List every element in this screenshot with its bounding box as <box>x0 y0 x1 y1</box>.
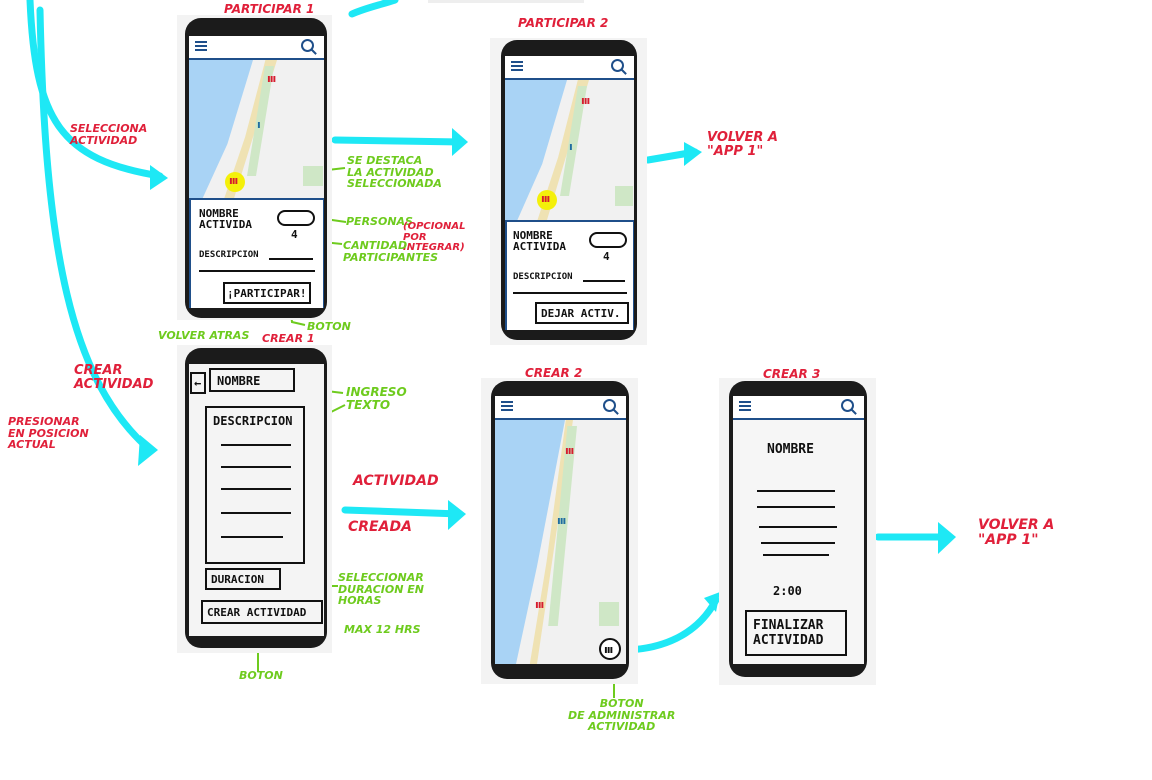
note-selecciona-actividad: SELECCIONA ACTIVIDAD <box>70 122 148 147</box>
participar1-display: ııı ı ııı NOMBRE ACTIVIDA 4 DESCRIPCION … <box>189 36 324 308</box>
descripcion-textarea[interactable]: DESCRIPCION <box>205 406 305 564</box>
arrow-top <box>348 0 399 18</box>
duracion-input[interactable]: DURACION <box>205 568 281 590</box>
participar-button[interactable]: ¡PARTICIPAR! <box>223 282 311 304</box>
participar1-appbar <box>189 36 324 60</box>
selected-activity-pin: ııı <box>229 174 238 187</box>
note-crear-actividad: CREAR ACTIVIDAD <box>74 363 154 392</box>
note-actividad: ACTIVIDAD <box>353 473 439 489</box>
arrow-to-participar1 <box>26 0 164 180</box>
crear3-appbar <box>733 396 864 420</box>
note-volver-atras: VOLVER ATRAS <box>158 329 250 342</box>
dejar-actividad-button[interactable]: DEJAR ACTIV. <box>535 302 629 324</box>
participants-count: 4 <box>603 250 610 263</box>
clipped-top-element <box>428 0 584 3</box>
selected-activity-highlight[interactable] <box>225 172 245 192</box>
crear1-title: CREAR 1 <box>262 332 315 345</box>
crear2-display: ııı ııı ııı ııı <box>495 396 626 664</box>
participants-avatars-icon <box>277 210 315 226</box>
participants-count: 4 <box>291 228 298 241</box>
search-icon[interactable] <box>841 399 854 412</box>
crear3-activity-name: NOMBRE <box>767 442 814 457</box>
note-boton-2: BOTON <box>239 669 283 682</box>
search-icon[interactable] <box>603 399 616 412</box>
activity-pin-red[interactable]: ııı <box>267 72 276 85</box>
selected-activity-pin: ııı <box>541 192 550 205</box>
note-seleccionar-duracion: SELECCIONAR DURACION EN HORAS <box>338 571 424 608</box>
note-personas: PERSONAS <box>346 215 413 228</box>
participar2-detail-panel: NOMBRE ACTIVIDA 4 DESCRIPCION DEJAR ACTI… <box>505 220 634 330</box>
note-volver-app1-bottom: VOLVER A "APP 1" <box>978 517 1055 548</box>
activity-pin-blue[interactable]: ııı <box>557 514 566 527</box>
admin-activity-icon: ııı <box>604 643 613 656</box>
description-label: DESCRIPCION <box>199 250 259 260</box>
crear2-title: CREAR 2 <box>525 366 583 380</box>
activity-pin-red-2[interactable]: ııı <box>535 598 544 611</box>
menu-icon[interactable] <box>511 61 523 71</box>
activity-pin-red[interactable]: ııı <box>581 94 590 107</box>
arrow-to-crear1 <box>36 6 154 454</box>
participants-avatars-icon <box>589 232 627 248</box>
crear-actividad-button[interactable]: CREAR ACTIVIDAD <box>201 600 323 624</box>
note-boton-admin: BOTON DE ADMINISTRAR ACTIVIDAD <box>568 697 676 734</box>
description-label: DESCRIPCION <box>513 272 573 282</box>
arrow-p1-p2 <box>331 136 466 146</box>
crear3-title: CREAR 3 <box>763 367 821 381</box>
nombre-input[interactable]: NOMBRE <box>209 368 295 392</box>
activity-pin-blue[interactable]: ı <box>257 118 261 131</box>
participar2-display: ııı ı ııı NOMBRE ACTIVIDA 4 DESCRIPCION … <box>505 56 634 330</box>
selected-activity-highlight[interactable] <box>537 190 557 210</box>
participar2-appbar <box>505 56 634 80</box>
note-presionar: PRESIONAR EN POSICION ACTUAL <box>8 415 89 452</box>
search-icon[interactable] <box>611 59 624 72</box>
arrow-crear2-crear3 <box>624 596 720 654</box>
menu-icon[interactable] <box>739 401 751 411</box>
search-icon[interactable] <box>301 39 314 52</box>
participar2-title: PARTICIPAR 2 <box>518 16 609 30</box>
note-creada: CREADA <box>348 519 412 535</box>
menu-icon[interactable] <box>501 401 513 411</box>
note-cantidad: CANTIDAD PARTICIPANTES <box>343 239 439 264</box>
note-boton-1: BOTON <box>307 320 351 333</box>
back-arrow-icon[interactable]: ← <box>190 372 206 394</box>
note-se-destaca: SE DESTACA LA ACTIVIDAD SELECCIONADA <box>347 154 442 191</box>
crear2-appbar <box>495 396 626 420</box>
participar1-title: PARTICIPAR 1 <box>224 2 315 16</box>
activity-name: NOMBRE ACTIVIDA <box>513 229 566 253</box>
finalizar-actividad-button[interactable]: FINALIZAR ACTIVIDAD <box>745 610 847 656</box>
activity-pin-blue[interactable]: ı <box>569 140 573 153</box>
activity-name: NOMBRE ACTIVIDA <box>199 207 252 231</box>
note-opcional: (OPCIONAL POR INTEGRAR) <box>403 221 466 253</box>
activity-pin-red[interactable]: ııı <box>565 444 574 457</box>
remaining-time: 2:00 <box>773 584 802 598</box>
arrow-crear1-crear2 <box>341 506 464 518</box>
menu-icon[interactable] <box>195 41 207 51</box>
note-volver-app1-top: VOLVER A "APP 1" <box>707 130 778 159</box>
note-max-hrs: MAX 12 HRS <box>344 623 421 636</box>
crear3-display: NOMBRE 2:00 FINALIZAR ACTIVIDAD <box>733 396 864 664</box>
note-ingreso-texto: INGRESO TEXTO <box>346 385 407 412</box>
crear1-display: ← NOMBRE DESCRIPCION DURACION CREAR ACTI… <box>189 364 324 636</box>
admin-activity-button[interactable]: ııı <box>599 638 621 660</box>
participar1-detail-panel: NOMBRE ACTIVIDA 4 DESCRIPCION ¡PARTICIPA… <box>189 198 324 308</box>
